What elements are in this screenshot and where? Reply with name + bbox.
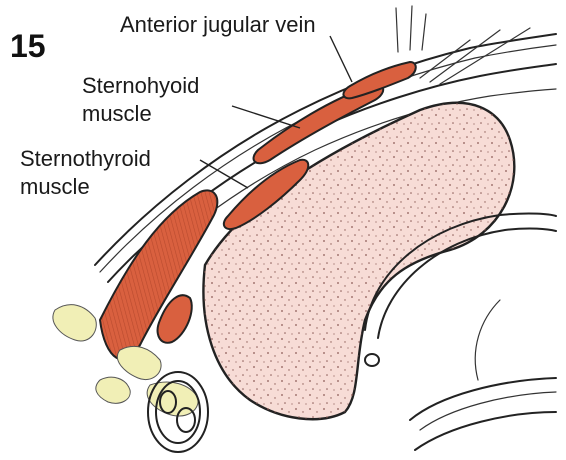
- figure-number: 15: [10, 28, 46, 64]
- label-sternohyoid-line2: muscle: [82, 101, 152, 126]
- thyroid-texture: [203, 103, 514, 419]
- label-sternothyroid-line1: Sternothyroid: [20, 146, 151, 171]
- label-anterior-jugular-vein: Anterior jugular vein: [120, 12, 316, 37]
- label-sternohyoid-line1: Sternohyoid: [82, 73, 199, 98]
- label-sternothyroid-line2: muscle: [20, 174, 90, 199]
